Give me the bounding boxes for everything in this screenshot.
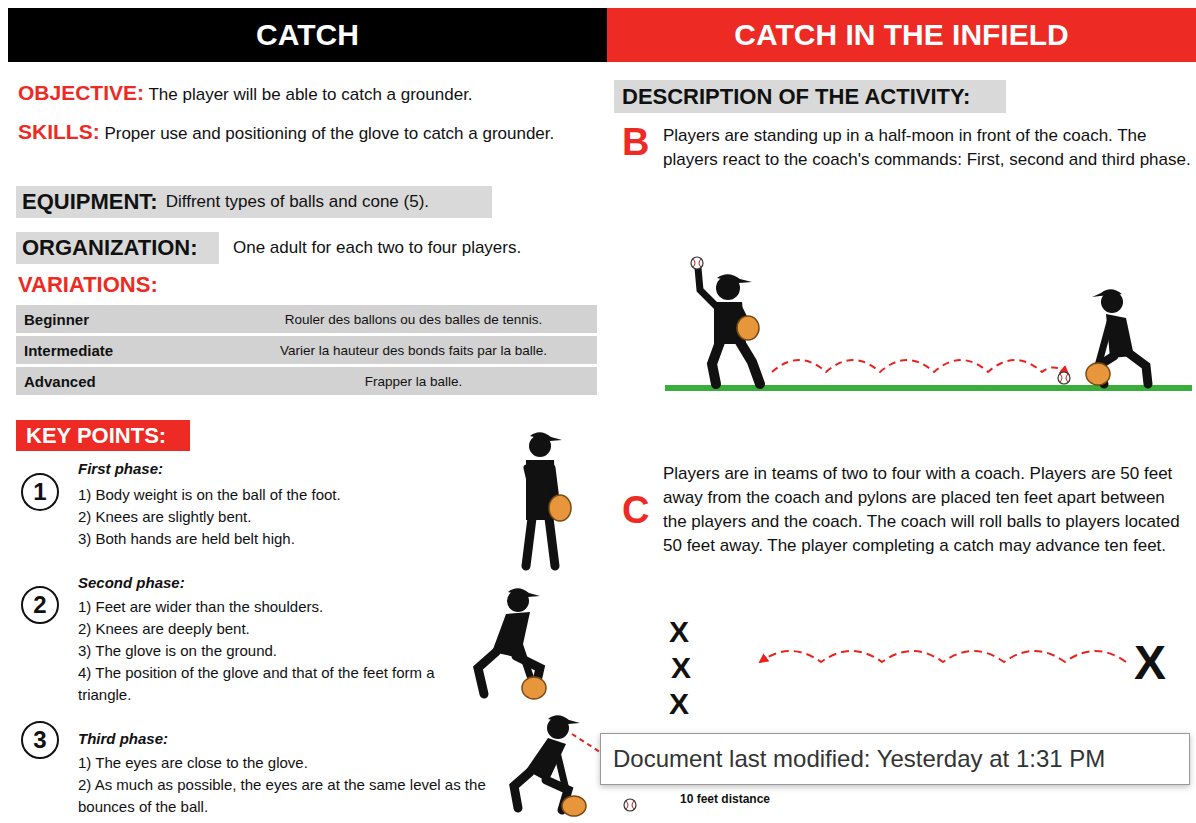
node-heading: KEY POINTS: — [26, 423, 166, 449]
node-text: Diffrent types of balls and cone (5). — [166, 192, 429, 212]
key-point: 3) Both hands are held belt high. — [78, 528, 458, 550]
node-heading: ORGANIZATION: — [22, 235, 198, 261]
key-point: 1) The eyes are close to the glove. — [78, 752, 498, 774]
player-figure — [1086, 289, 1148, 385]
node-heading: DESCRIPTION OF THE ACTIVITY: — [622, 84, 970, 110]
field-heading: OBJECTIVE: — [18, 81, 144, 104]
node-heading: 1 — [33, 478, 46, 506]
key-point: 4) The position of the glove and that of… — [78, 662, 453, 706]
section-letter: C — [622, 490, 649, 530]
ball — [624, 799, 636, 811]
roll-path — [760, 651, 1126, 662]
node-text: Rouler des ballons ou des balles de tenn… — [226, 312, 601, 327]
coach-figure — [698, 268, 760, 384]
callout-number: 1 — [21, 473, 59, 511]
node-heading: EQUIPMENT: — [22, 189, 158, 215]
node-heading: Intermediate — [24, 342, 113, 359]
body-text: The player will be able to catch a groun… — [148, 85, 472, 104]
key-point: 1) Feet are wider than the shoulders. — [78, 596, 458, 618]
callout-number: 2 — [21, 586, 59, 624]
node-heading: CATCH — [256, 18, 359, 52]
coach-marker: X — [1134, 638, 1166, 688]
activity-text: Players are in teams of two to four with… — [663, 462, 1191, 558]
info-band: ORGANIZATION:One adult for each two to f… — [16, 232, 219, 264]
field-heading: SKILLS: — [18, 120, 100, 143]
variation-row: AdvancedFrapper la balle. — [16, 367, 597, 395]
node-text: One adult for each two to four players. — [233, 238, 521, 258]
phase-heading: Second phase: — [78, 574, 185, 591]
node-heading: Advanced — [24, 373, 96, 390]
body-text: Proper use and positioning of the glove … — [104, 124, 554, 143]
section-letter: B — [622, 122, 649, 162]
player-figure — [478, 588, 546, 699]
key-points-box: KEY POINTS: — [16, 420, 190, 451]
section-header: CATCH IN THE INFIELD — [607, 8, 1196, 62]
node-heading: 2 — [33, 591, 46, 619]
node-heading: Beginner — [24, 311, 89, 328]
callout-number: 3 — [21, 721, 59, 759]
node-heading: CATCH IN THE INFIELD — [734, 18, 1068, 52]
ball — [691, 257, 703, 269]
key-point: 3) The glove is on the ground. — [78, 640, 458, 662]
paragraph: SKILLS: Proper use and positioning of th… — [18, 119, 603, 146]
activity-text: Players are standing up in a half-moon i… — [663, 124, 1191, 172]
player-marker: X — [669, 616, 689, 648]
phase-heading: First phase: — [78, 460, 163, 477]
description-band: DESCRIPTION OF THE ACTIVITY: — [614, 80, 1006, 113]
key-point: 1) Body weight is on the ball of the foo… — [78, 484, 458, 506]
variation-row: BeginnerRouler des ballons ou des balles… — [16, 305, 597, 333]
field-ground — [665, 385, 1192, 391]
key-point: 2) Knees are deeply bent. — [78, 618, 458, 640]
node-heading: 3 — [33, 726, 46, 754]
key-point: 2) Knees are slightly bent. — [78, 506, 458, 528]
eye-line — [572, 734, 600, 752]
node-heading: Document last modified: Yesterday at 1:3… — [613, 745, 1105, 773]
section-header: CATCH — [8, 8, 607, 62]
node-text: Frapper la balle. — [226, 374, 601, 389]
ball-path — [772, 360, 1068, 374]
player-marker: X — [671, 652, 691, 684]
player-figure — [526, 432, 571, 566]
section-heading: VARIATIONS: — [18, 272, 158, 298]
player-marker: X — [669, 688, 689, 720]
node-text: Varier la hauteur des bonds faits par la… — [226, 343, 601, 358]
phase-heading: Third phase: — [78, 730, 168, 747]
paragraph: OBJECTIVE: The player will be able to ca… — [18, 80, 603, 107]
variation-row: IntermediateVarier la hauteur des bonds … — [16, 336, 597, 364]
tooltip: Document last modified: Yesterday at 1:3… — [600, 733, 1190, 785]
key-point: 2) As much as possible, the eyes are at … — [78, 774, 498, 818]
distance-label: 10 feet distance — [680, 792, 770, 806]
ball — [1058, 372, 1070, 384]
info-band: EQUIPMENT: Diffrent types of balls and co… — [16, 186, 492, 218]
player-figure — [514, 715, 586, 816]
